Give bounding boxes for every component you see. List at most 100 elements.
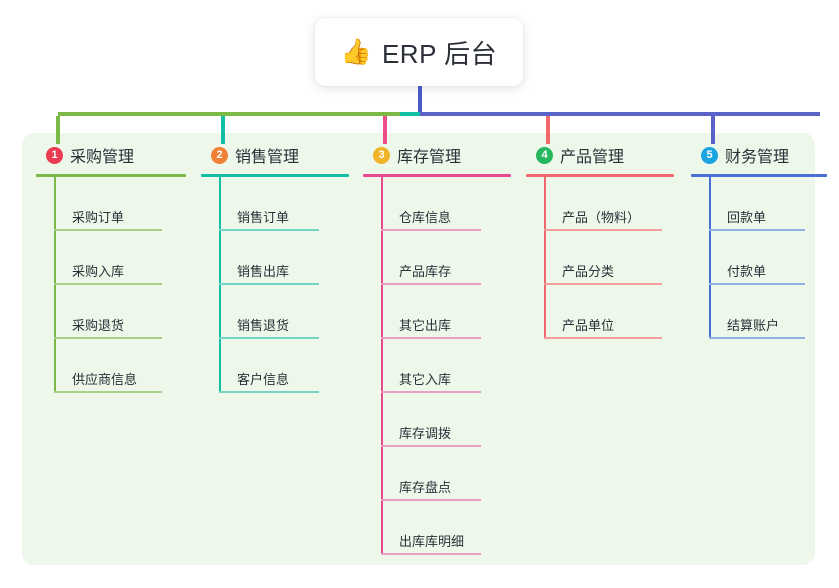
root-title: ERP 后台 xyxy=(381,38,498,69)
column-drop-connector-4 xyxy=(546,116,550,144)
root-node-content: 👍 ERP 后台 xyxy=(341,34,497,71)
module-item-rule xyxy=(219,391,319,393)
module-item[interactable]: 产品（物料） xyxy=(544,177,674,231)
module-header-rule xyxy=(36,174,186,177)
module-item[interactable]: 其它出库 xyxy=(381,285,511,339)
module-item[interactable]: 库存盘点 xyxy=(381,447,511,501)
module-column-1: 1 采购管理采购订单采购入库采购退货供应商信息 xyxy=(36,142,186,393)
module-item-rule xyxy=(381,445,481,447)
module-item-list: 销售订单销售出库销售退货客户信息 xyxy=(219,177,349,393)
module-header-3[interactable]: 3 库存管理 xyxy=(363,142,511,168)
module-item-label: 其它出库 xyxy=(399,318,452,334)
module-item-rule xyxy=(544,337,662,339)
module-item-rule xyxy=(709,337,805,339)
module-title: 产品管理 xyxy=(560,149,625,166)
module-number-badge: 4 xyxy=(536,146,553,164)
root-stem-connector xyxy=(418,86,422,116)
module-item-label: 仓库信息 xyxy=(399,210,452,226)
module-item-label: 采购订单 xyxy=(72,210,125,226)
module-item[interactable]: 供应商信息 xyxy=(54,339,186,393)
module-item-label: 销售出库 xyxy=(237,264,290,280)
module-item-label: 供应商信息 xyxy=(72,372,138,388)
module-item-rule xyxy=(544,283,662,285)
module-item-label: 产品（物料） xyxy=(562,210,641,226)
module-item-rule xyxy=(709,283,805,285)
module-item[interactable]: 销售订单 xyxy=(219,177,349,231)
module-item-label: 产品单位 xyxy=(562,318,615,334)
module-item[interactable]: 采购退货 xyxy=(54,285,186,339)
module-item[interactable]: 出库库明细 xyxy=(381,501,511,555)
module-item[interactable]: 库存调拨 xyxy=(381,393,511,447)
thumbs-up-icon: 👍 xyxy=(340,37,372,66)
module-item-rule xyxy=(381,391,481,393)
module-item-rule xyxy=(381,337,481,339)
module-item-rule xyxy=(54,391,162,393)
module-item-label: 客户信息 xyxy=(237,372,290,388)
module-title: 采购管理 xyxy=(70,149,135,166)
module-header-4[interactable]: 4 产品管理 xyxy=(526,142,674,168)
module-number-badge: 3 xyxy=(373,146,390,164)
module-item[interactable]: 仓库信息 xyxy=(381,177,511,231)
modules-panel xyxy=(22,133,815,565)
module-item[interactable]: 销售出库 xyxy=(219,231,349,285)
module-column-2: 2 销售管理销售订单销售出库销售退货客户信息 xyxy=(201,142,349,393)
module-header-2[interactable]: 2 销售管理 xyxy=(201,142,349,168)
module-item[interactable]: 结算账户 xyxy=(709,285,827,339)
module-item-rule xyxy=(381,229,481,231)
module-item[interactable]: 产品单位 xyxy=(544,285,674,339)
module-title: 财务管理 xyxy=(725,149,790,166)
module-item[interactable]: 采购订单 xyxy=(54,177,186,231)
module-item[interactable]: 其它入库 xyxy=(381,339,511,393)
module-item[interactable]: 付款单 xyxy=(709,231,827,285)
module-title: 销售管理 xyxy=(235,149,300,166)
module-header-rule xyxy=(201,174,349,177)
module-item-rule xyxy=(54,283,162,285)
column-drop-connector-5 xyxy=(711,116,715,144)
module-item-rule xyxy=(54,229,162,231)
bus-segment-right xyxy=(420,112,820,116)
bus-segment-mid xyxy=(400,112,420,116)
module-item[interactable]: 销售退货 xyxy=(219,285,349,339)
module-item-label: 销售订单 xyxy=(237,210,290,226)
module-item-label: 库存盘点 xyxy=(399,480,452,496)
module-item-rule xyxy=(219,229,319,231)
module-item-label: 结算账户 xyxy=(727,318,780,334)
module-header-rule xyxy=(363,174,511,177)
column-drop-connector-2 xyxy=(221,116,225,144)
module-number-badge: 1 xyxy=(46,146,63,164)
module-spine-connector xyxy=(219,177,221,393)
module-column-3: 3 库存管理仓库信息产品库存其它出库其它入库库存调拨库存盘点出库库明细 xyxy=(363,142,511,555)
module-number-badge: 2 xyxy=(211,146,228,164)
module-title: 库存管理 xyxy=(397,149,462,166)
module-item-rule xyxy=(709,229,805,231)
module-number-badge: 5 xyxy=(701,146,718,164)
module-column-5: 5 财务管理回款单付款单结算账户 xyxy=(691,142,827,339)
module-item[interactable]: 客户信息 xyxy=(219,339,349,393)
module-spine-connector xyxy=(709,177,711,339)
module-item[interactable]: 产品库存 xyxy=(381,231,511,285)
module-header-1[interactable]: 1 采购管理 xyxy=(36,142,186,168)
module-item-label: 付款单 xyxy=(727,264,767,280)
module-spine-connector xyxy=(544,177,546,339)
module-item-label: 库存调拨 xyxy=(399,426,452,442)
module-item[interactable]: 采购入库 xyxy=(54,231,186,285)
module-item-list: 采购订单采购入库采购退货供应商信息 xyxy=(54,177,186,393)
module-item[interactable]: 回款单 xyxy=(709,177,827,231)
module-item-label: 产品分类 xyxy=(562,264,615,280)
module-item-rule xyxy=(219,337,319,339)
column-drop-connector-1 xyxy=(56,116,60,144)
module-item-label: 采购退货 xyxy=(72,318,125,334)
module-item-rule xyxy=(381,499,481,501)
root-node[interactable]: 👍 ERP 后台 xyxy=(315,18,523,86)
module-item[interactable]: 产品分类 xyxy=(544,231,674,285)
column-drop-connector-3 xyxy=(383,116,387,144)
module-spine-connector xyxy=(381,177,383,555)
module-item-list: 回款单付款单结算账户 xyxy=(709,177,827,339)
module-header-5[interactable]: 5 财务管理 xyxy=(691,142,827,168)
module-item-label: 回款单 xyxy=(727,210,767,226)
module-item-label: 其它入库 xyxy=(399,372,452,388)
module-header-rule xyxy=(526,174,674,177)
module-item-rule xyxy=(544,229,662,231)
module-item-rule xyxy=(219,283,319,285)
